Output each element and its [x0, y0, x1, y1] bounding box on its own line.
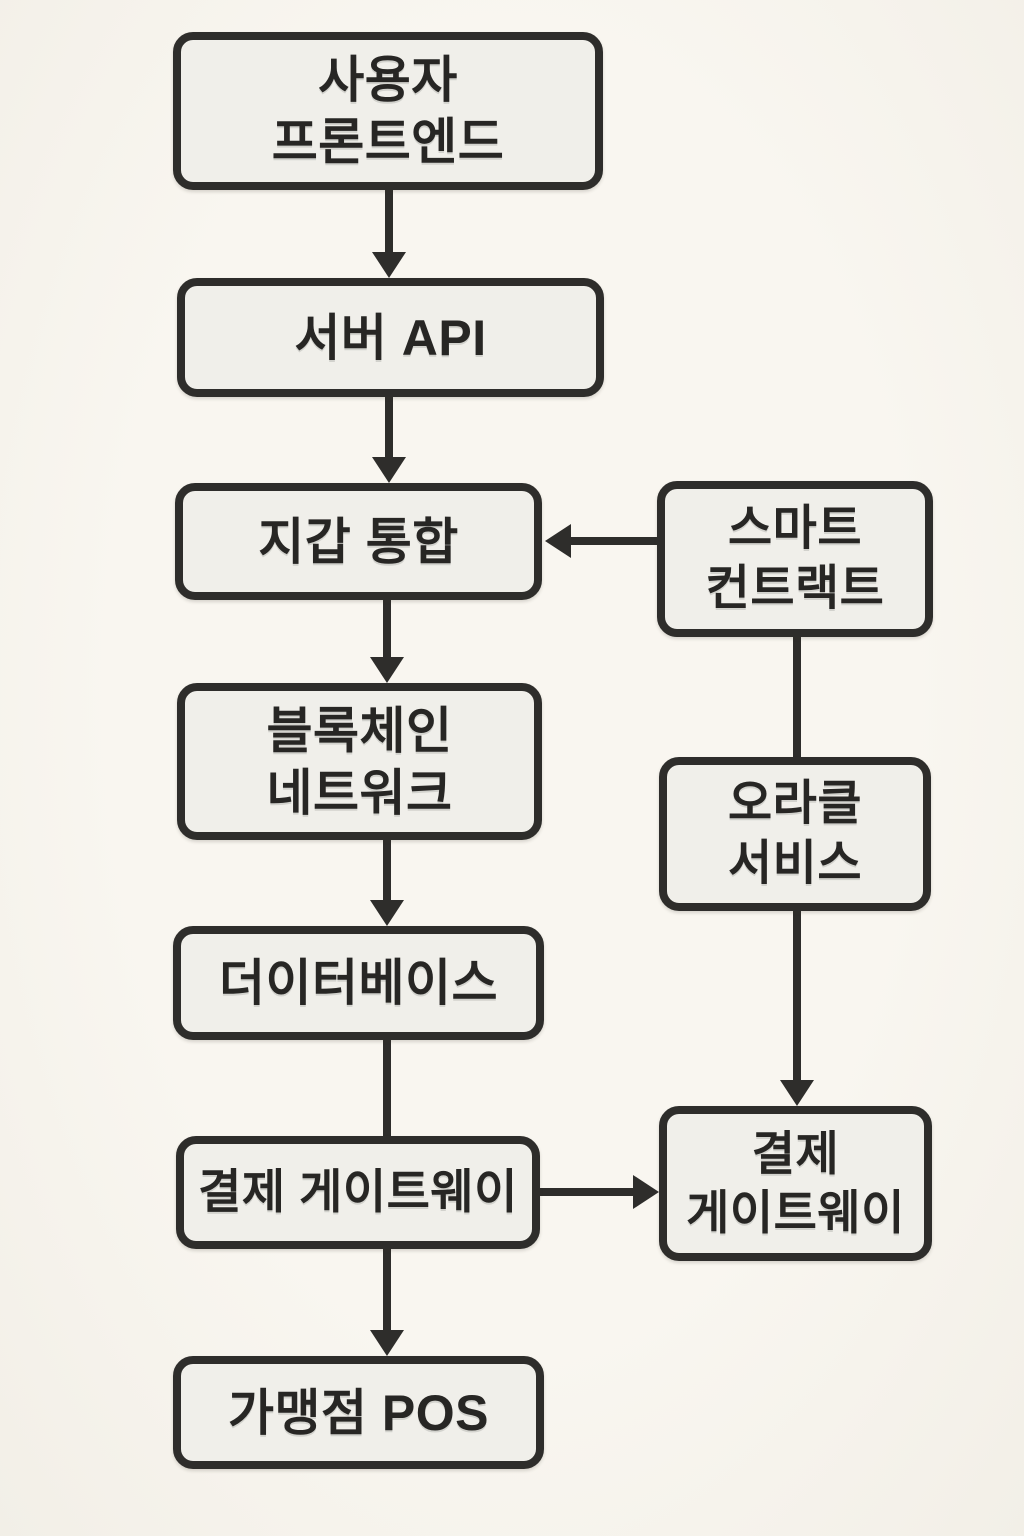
- node-merchant-pos: 가맹점 POS: [173, 1356, 544, 1469]
- arrowhead-down-icon: [780, 1080, 814, 1106]
- node-database: 더이터베이스: [173, 926, 544, 1040]
- arrowhead-down-icon: [370, 657, 404, 683]
- node-wallet-integration: 지갑 통합: [175, 483, 542, 600]
- node-payment-gateway-2: 결제 게이트웨이: [659, 1106, 932, 1261]
- node-oracle-service: 오라클 서비스: [659, 757, 931, 911]
- node-server-api: 서버 API: [177, 278, 604, 397]
- arrowhead-left-icon: [545, 524, 571, 558]
- node-user-frontend: 사용자 프론트엔드: [173, 32, 603, 190]
- node-smart-contract: 스마트 컨트랙트: [657, 481, 933, 637]
- arrowhead-down-icon: [370, 900, 404, 926]
- node-payment-gateway: 결제 게이트웨이: [176, 1136, 540, 1249]
- arrowhead-right-icon: [633, 1175, 659, 1209]
- arrowhead-down-icon: [370, 1330, 404, 1356]
- node-blockchain-network: 블록체인 네트워크: [177, 683, 542, 840]
- arrowhead-down-icon: [372, 457, 406, 483]
- arrowhead-down-icon: [372, 252, 406, 278]
